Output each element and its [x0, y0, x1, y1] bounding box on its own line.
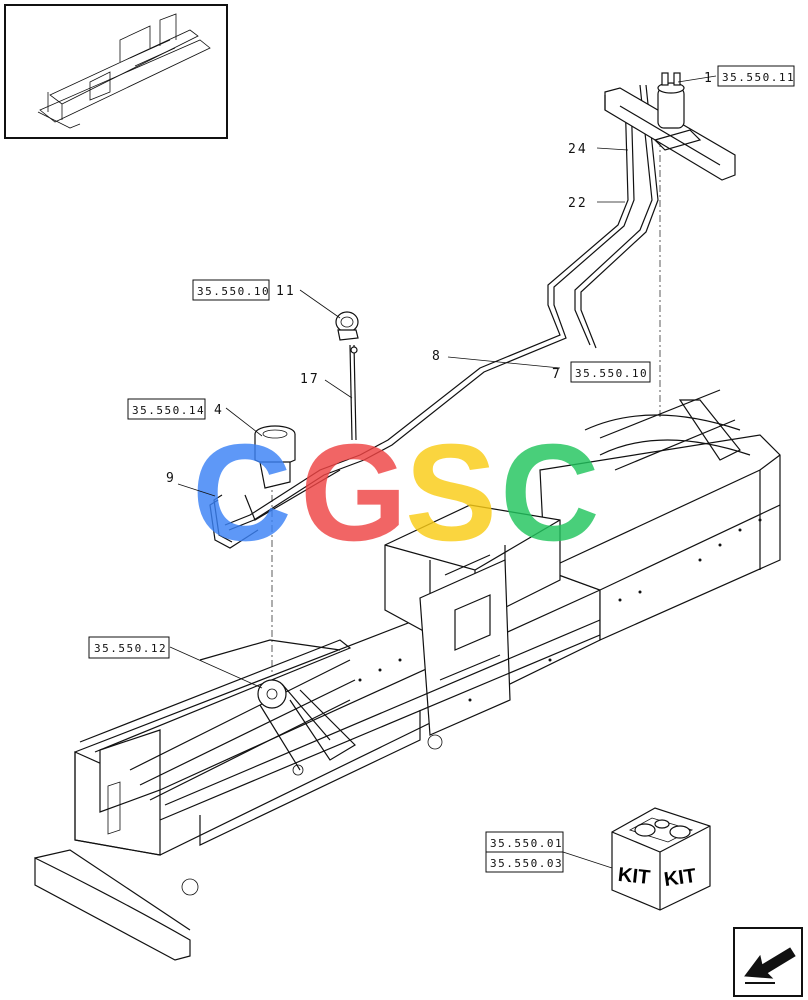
- callout-number: 4: [214, 403, 224, 418]
- watermark-letter: C: [192, 416, 292, 570]
- watermark-letter: G: [300, 416, 407, 570]
- callout-number: 22: [568, 196, 588, 211]
- reference-code[interactable]: 35.550.14: [132, 404, 205, 417]
- oil-filter: [254, 425, 296, 489]
- tensioner-reference: 35.550.12: [88, 636, 170, 659]
- reference-code[interactable]: 35.550.11: [722, 71, 795, 84]
- hose-clamp: [335, 311, 359, 441]
- callout-number: 24: [568, 142, 588, 157]
- callout-number: 11: [276, 284, 296, 299]
- accumulator-bracket: [604, 72, 736, 181]
- hydraulic-lines: [209, 84, 659, 549]
- overview-thumbnail[interactable]: [4, 4, 228, 139]
- callout-1: 1 35.550.11: [704, 65, 795, 87]
- baler-frame: [34, 389, 781, 961]
- callout-number: 1: [704, 71, 714, 86]
- reference-code[interactable]: 35.550.01: [490, 837, 563, 850]
- watermark: C G S C: [192, 416, 600, 570]
- next-page-arrow-icon[interactable]: [733, 927, 803, 997]
- callout-11: 35.550.10 11: [192, 279, 296, 301]
- callout-4: 35.550.14 4: [127, 398, 224, 420]
- reference-code[interactable]: 35.550.03: [490, 857, 563, 870]
- reference-code[interactable]: 35.550.10: [575, 367, 648, 380]
- kit-references: 35.550.01 35.550.03: [485, 831, 564, 873]
- watermark-letter: C: [500, 416, 600, 570]
- kit-label: KIT: [617, 864, 651, 889]
- watermark-letter: S: [405, 416, 497, 570]
- callout-number: 17: [300, 372, 320, 387]
- callout-number: 7: [552, 367, 562, 382]
- reference-code[interactable]: 35.550.12: [94, 642, 167, 655]
- leader-lines: [169, 75, 717, 869]
- reference-code[interactable]: 35.550.10: [197, 285, 270, 298]
- callout-number: 9: [166, 471, 176, 486]
- callout-7: 7 35.550.10: [552, 361, 651, 383]
- kit-box: KIT KIT: [611, 807, 711, 911]
- callout-number: 8: [432, 349, 442, 364]
- kit-label: KIT: [663, 865, 698, 891]
